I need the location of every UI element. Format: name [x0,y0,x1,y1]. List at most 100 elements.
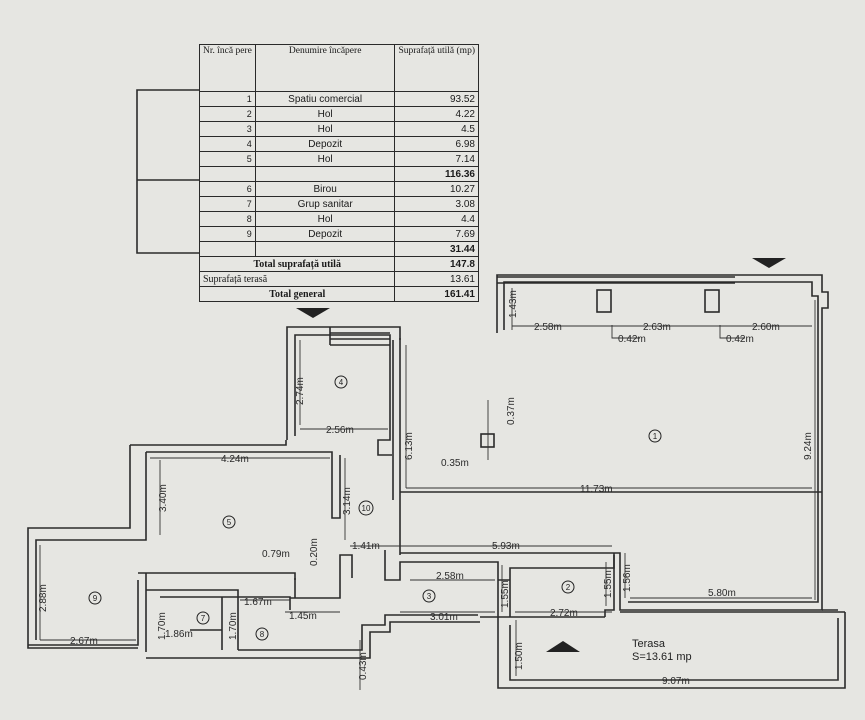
row-nr: 8 [199,211,256,227]
wall-corridor-10 [392,338,401,555]
room-number-2: 2 [566,583,571,592]
room-marker-1 [648,429,662,443]
dim-label-vertical: 9.24m [803,432,814,460]
total-general-value: 161.41 [394,286,479,302]
room-marker-2 [561,580,575,594]
dim-label-vertical: 1.55m [500,580,511,608]
dim-label-vertical: 0.37m [506,397,517,425]
entrance-arrow-icon [752,258,786,268]
dim-label: 2.58m [436,571,464,582]
table-bracket-lines [136,89,200,254]
total-util-label: Total suprafață utilă [198,256,396,272]
room-number-5: 5 [227,518,232,527]
dim-label-vertical: 1.55m [603,570,614,598]
dim-label: 0.42m [618,334,646,345]
pillar [704,289,720,313]
dim-label-vertical: 0.20m [309,538,320,566]
dim-label: 2.63m [643,322,671,333]
row-area: 3.08 [394,196,479,212]
dim-label-vertical: 1.50m [514,642,525,670]
room-number-3: 3 [427,592,432,601]
row-area: 6.98 [394,136,479,152]
terasa-row-label: Suprafață terasă [198,271,396,287]
pillar-center [480,433,495,448]
dim-label: 9.07m [662,676,690,687]
terasa-row-value: 13.61 [394,271,479,287]
room-area-table: Nr. încă pere Denumire încăpere Suprafaț… [198,44,479,302]
dim-label: 2.60m [752,322,780,333]
room-marker-5 [222,515,236,529]
row-name: Birou [254,181,396,197]
table-header-row: Nr. încă pere Denumire încăpere Suprafaț… [199,44,479,92]
terasa-label: Terasa [632,638,666,650]
dim-label: 3.01m [430,612,458,623]
wall-lower-outer [146,621,480,659]
room-number-4: 4 [339,378,344,387]
entrance-arrow-icon [546,641,580,652]
row-nr [199,241,256,257]
row-area: 10.27 [394,181,479,197]
dim-label: 2.72m [550,608,578,619]
wall-room-1-inner [503,281,819,603]
dim-label: 1.45m [289,611,317,622]
subtotal-row: 31.44 [199,241,479,257]
room-number-7: 7 [201,614,206,623]
row-area: 93.52 [394,91,479,107]
wall-room-7 [146,589,291,650]
header-nr: Nr. încă pere [199,44,256,92]
total-general-label: Total general [198,286,396,302]
row-name: Grup sanitar [254,196,396,212]
room-marker-9 [88,591,102,605]
terasa-area: S=13.61 mp [632,651,692,663]
row-nr: 1 [199,91,256,107]
dim-label-vertical: 1.70m [228,612,239,640]
wall-room-9 [28,572,296,652]
room-number-10: 10 [362,504,371,513]
header-area: Suprafață utilă (mp) [394,44,479,92]
dim-label: 0.35m [441,458,469,469]
dim-label: 5.93m [492,541,520,552]
wall-room-3 [384,550,615,617]
row-name: Hol [254,151,396,167]
dim-label-vertical: 3.40m [158,484,169,512]
subtotal-row: 116.36 [199,166,479,182]
row-name: Spatiu comercial [254,91,396,107]
subtotal-area: 116.36 [394,166,479,182]
row-nr: 5 [199,151,256,167]
room-marker-8 [255,627,269,641]
wall-room-4 [286,326,401,456]
room-marker-10 [358,500,374,516]
entrance-arrow-icon [296,308,330,318]
row-nr: 4 [199,136,256,152]
subtotal-area: 31.44 [394,241,479,257]
row-nr: 2 [199,106,256,122]
dim-label-vertical: 2.88m [38,584,49,612]
wall-room-2 [480,553,615,618]
row-name [254,241,396,257]
row-name: Depozit [254,226,396,242]
dim-label-vertical: 2.74m [295,377,306,405]
wall-room-1 [400,274,829,611]
wall-room-5 [27,440,341,649]
row-nr: 6 [199,181,256,197]
room-number-1: 1 [653,432,658,441]
room-marker-4 [334,375,348,389]
dim-label: 11.73m [580,484,613,495]
wall-room-8 [238,554,478,651]
row-nr [199,166,256,182]
row-name [254,166,396,182]
dim-label-vertical: 1.70m [157,612,168,640]
row-area: 4.22 [394,106,479,122]
